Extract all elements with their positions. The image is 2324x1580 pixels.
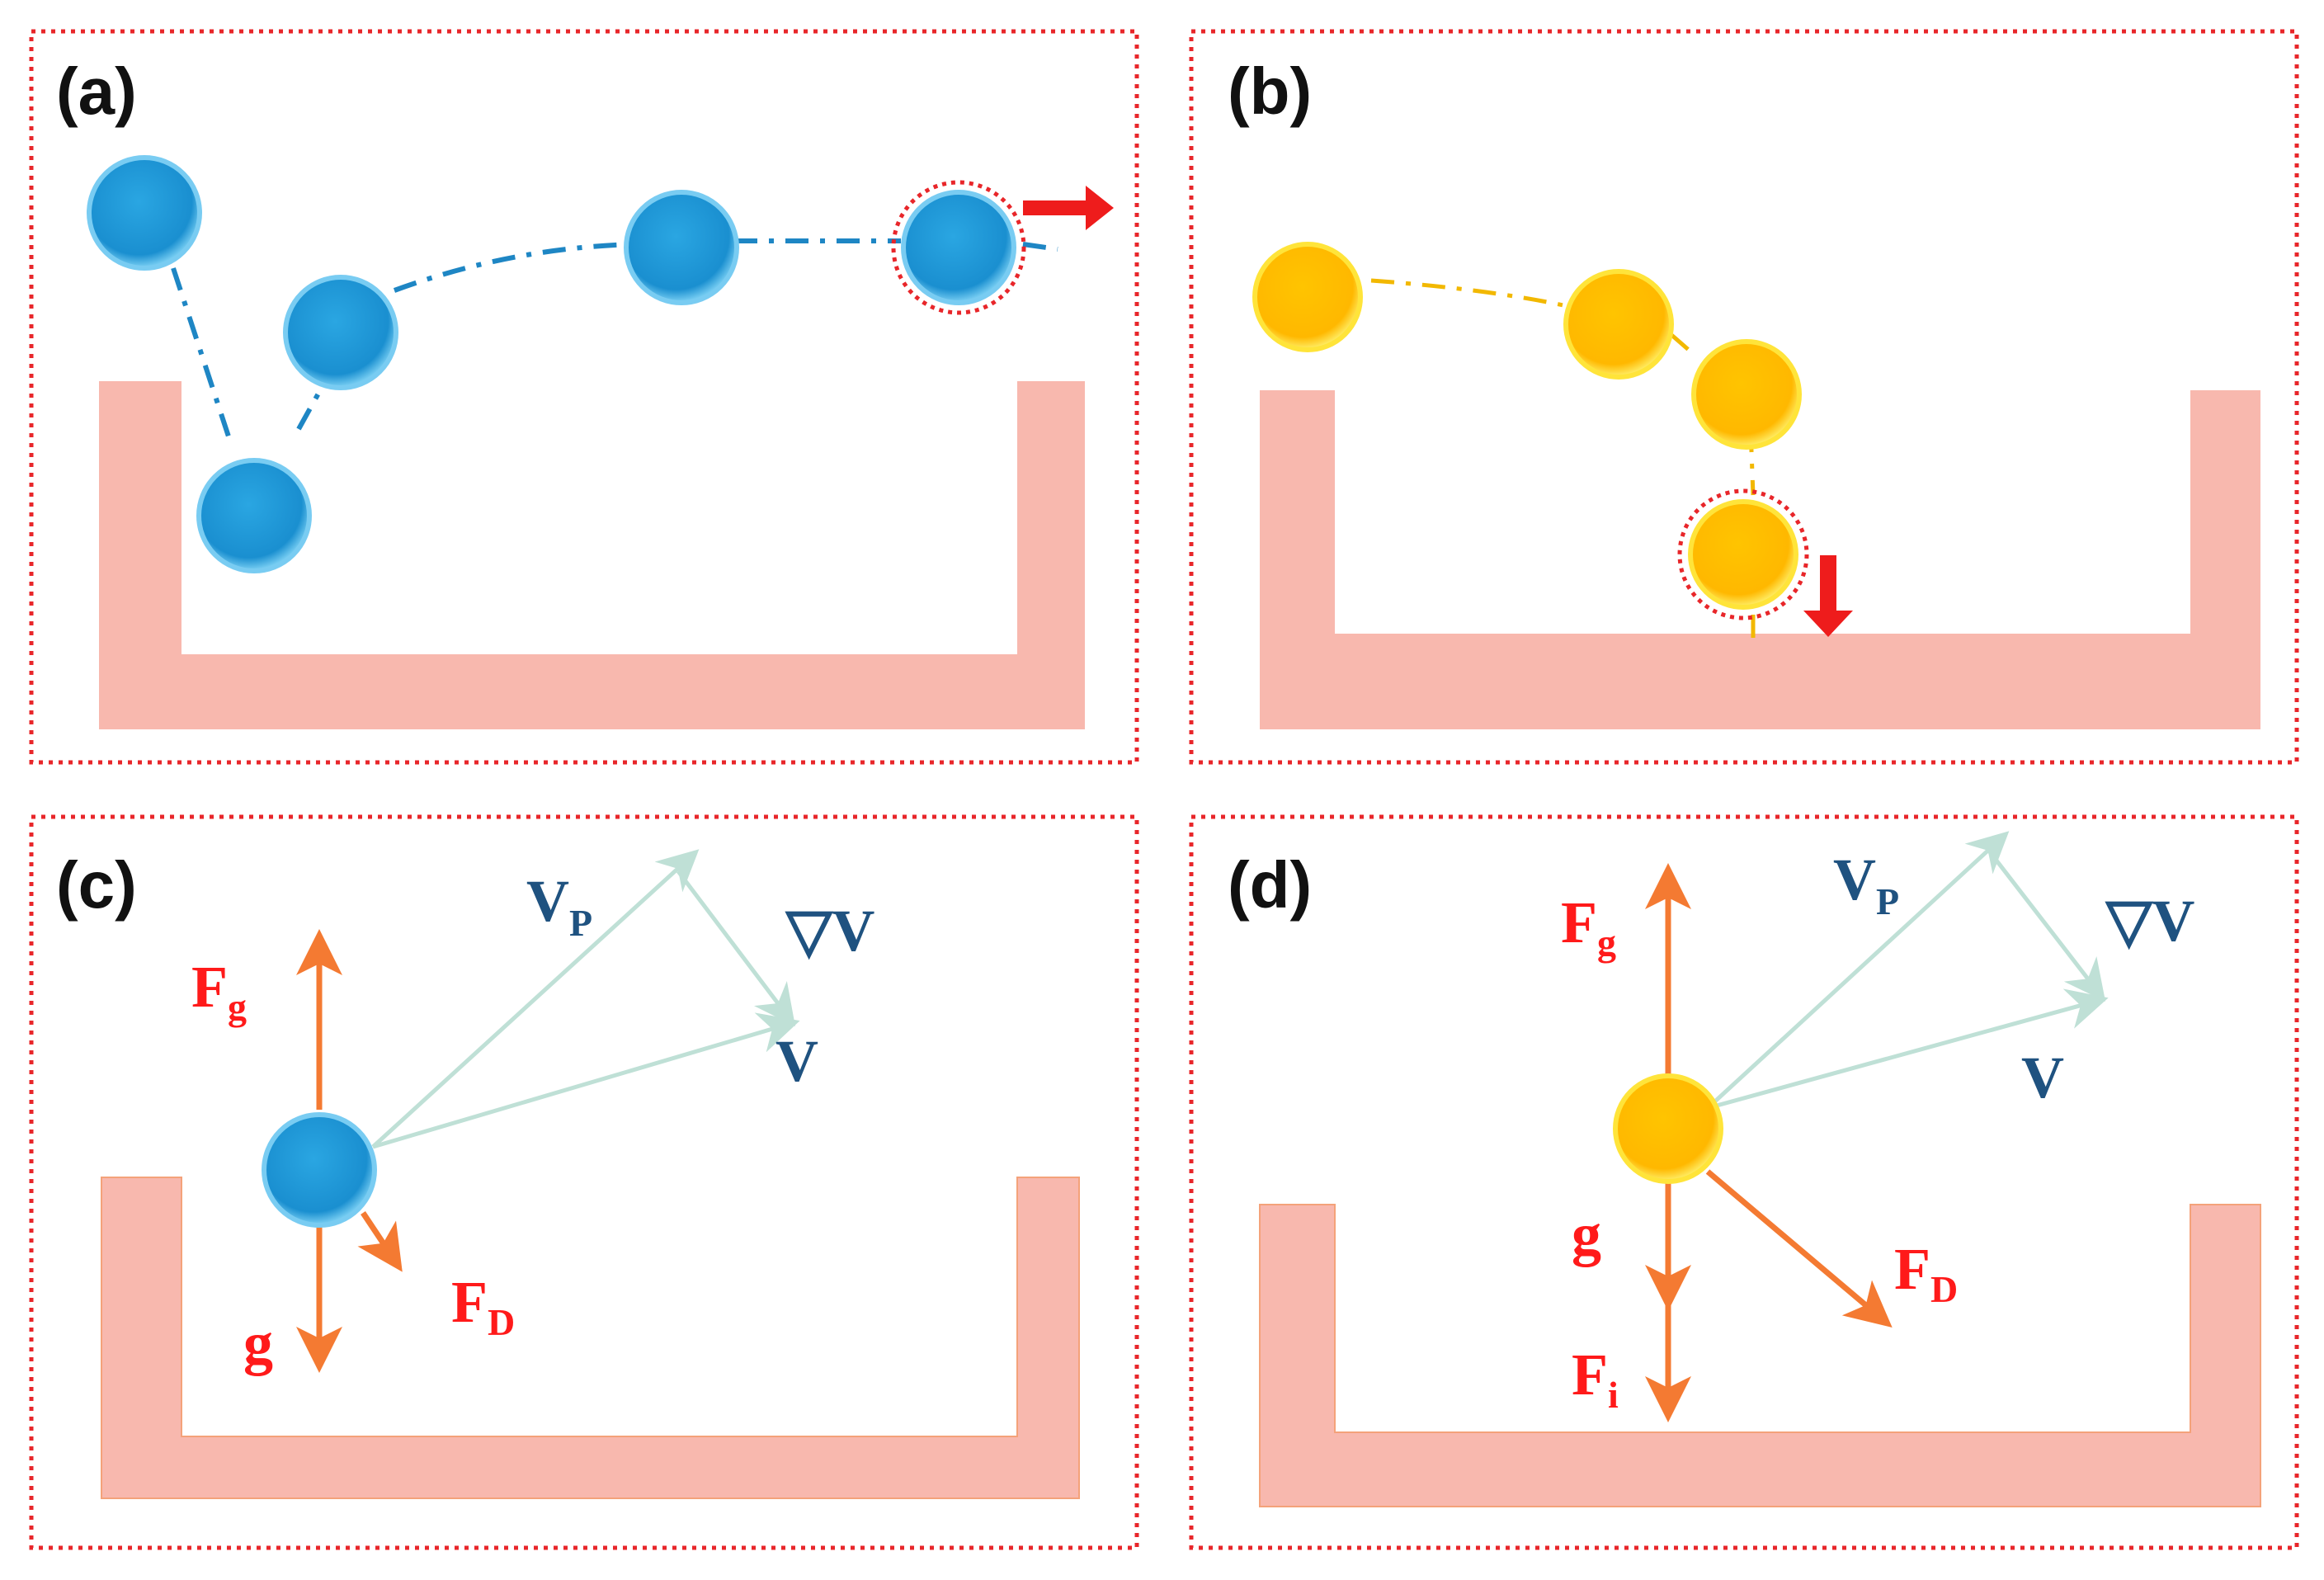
fg-label: Fg	[191, 954, 247, 1028]
g-label: g	[243, 1310, 273, 1376]
fi-label: Fi	[1572, 1342, 1619, 1416]
blue-particle	[901, 190, 1016, 305]
panel-a-frame	[29, 29, 1139, 765]
fg-label: Fg	[1561, 889, 1616, 964]
vp-velocity-arrow	[371, 849, 700, 1148]
trough	[101, 1177, 1080, 1499]
motion-arrow	[1803, 555, 1853, 637]
trajectory-path	[1370, 278, 1756, 639]
yellow-particle	[1688, 499, 1798, 610]
fd-force-arrow	[1705, 1169, 1893, 1328]
panel-d-label: (d)	[1228, 848, 1312, 922]
g-label: g	[1572, 1201, 1601, 1267]
grad-v-arrow	[1987, 848, 2106, 1002]
highlight-circle	[1677, 488, 1809, 620]
grad-v-arrow	[676, 870, 796, 1026]
motion-arrow	[1023, 186, 1114, 230]
panel-d-frame	[1189, 814, 2299, 1550]
panel-a: (a)	[29, 29, 1139, 765]
blue-particle	[262, 1112, 377, 1228]
fd-force-arrow	[357, 1211, 403, 1272]
panel-c: (c) VP ▽V V Fg FD g	[29, 814, 1139, 1550]
blue-particle	[196, 458, 312, 573]
yellow-particle	[1252, 242, 1363, 352]
blue-particle	[283, 275, 398, 390]
trajectory-path	[171, 238, 1058, 440]
yellow-particle	[1613, 1073, 1723, 1184]
grad-v-label: ▽V	[2105, 888, 2194, 954]
blue-particle	[624, 190, 739, 305]
fd-label: FD	[1894, 1236, 1958, 1310]
panel-d: (d) VP ▽V V Fg g Fi FD	[1189, 814, 2299, 1550]
yellow-particle	[1691, 339, 1802, 450]
panel-c-label: (c)	[56, 848, 137, 922]
trough	[1260, 390, 2260, 729]
v-velocity-arrow	[372, 1012, 800, 1149]
yellow-particle	[1563, 269, 1674, 380]
trough	[99, 381, 1085, 729]
v-velocity-arrow	[1707, 988, 2109, 1111]
panel-a-label: (a)	[56, 54, 137, 128]
panel-b-frame	[1189, 29, 2299, 765]
highlight-circle	[891, 180, 1026, 315]
panel-c-frame	[29, 814, 1139, 1550]
grad-v-label: ▽V	[785, 898, 874, 964]
panel-b-label: (b)	[1228, 54, 1312, 128]
panel-b: (b)	[1189, 29, 2299, 765]
v-label: V	[2021, 1045, 2064, 1111]
trough	[1259, 1204, 2261, 1507]
fd-label: FD	[451, 1269, 515, 1343]
v-label: V	[775, 1028, 818, 1094]
vp-velocity-arrow	[1706, 831, 2010, 1110]
blue-particle	[87, 155, 202, 271]
vp-label: VP	[1833, 847, 1899, 922]
vp-label: VP	[526, 868, 592, 944]
